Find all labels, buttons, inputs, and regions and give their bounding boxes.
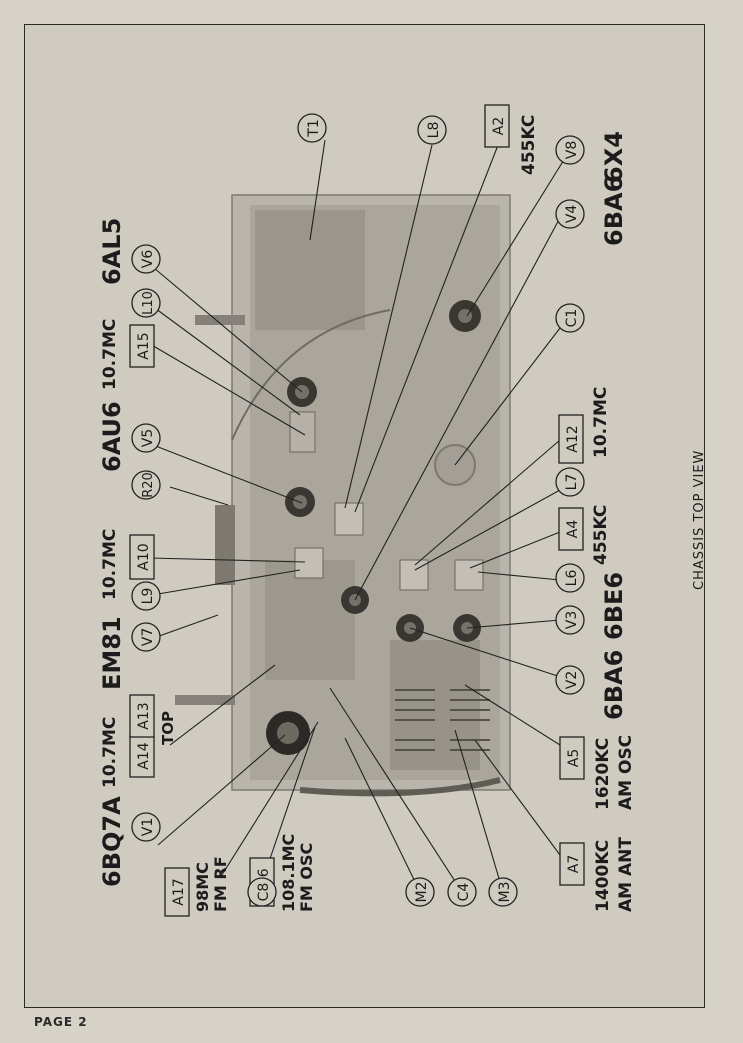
circle-label-L8: L8 (426, 122, 442, 139)
row1-circles: V1 V7 L9 R20 V5 L10 V6 (131, 244, 161, 842)
circle-label-C1: C1 (564, 309, 580, 328)
circle-L9: L9 (131, 581, 161, 611)
circle-label-M2: M2 (414, 882, 430, 903)
circle-L6: L6 (555, 563, 585, 593)
label-AM-OSC: AM OSC (616, 735, 636, 810)
box-label-A5: A5 (566, 749, 582, 767)
tube-label-6BQ7A: 6BQ7A (98, 796, 126, 887)
circle-V3: V3 (555, 605, 585, 635)
row2: A17 A16 98MC FM RF 108.1MC FM OSC C8 M2 … (164, 834, 518, 917)
page-number: PAGE 2 (34, 1015, 88, 1029)
circle-label-L6: L6 (564, 570, 580, 587)
circle-label-V3: V3 (564, 611, 580, 629)
box-label-A10: A10 (136, 543, 152, 570)
circle-label-V7: V7 (140, 628, 156, 646)
circle-label-T1: T1 (306, 119, 322, 137)
circle-M2: M2 (405, 877, 435, 907)
top-label: TOP (159, 711, 177, 745)
circle-M3: M3 (488, 877, 518, 907)
box-label-A13: A13 (136, 702, 152, 729)
circle-V4: V4 (555, 199, 585, 229)
circle-label-L9: L9 (140, 588, 156, 605)
circle-label-V8: V8 (564, 141, 580, 159)
row3: T1 L8 A2 455KC V8 V4 C1 A12 10.7MC L7 A4 (297, 104, 636, 912)
leader-lines (147, 139, 571, 893)
circle-label-C4: C4 (456, 883, 472, 902)
circle-label-V4: V4 (564, 205, 580, 224)
tube-label-6BA6-right: 6BA6 (600, 176, 628, 246)
label-AM-ANT: AM ANT (616, 837, 636, 912)
circle-C8: C8 (247, 877, 277, 907)
circle-label-V5: V5 (140, 429, 156, 447)
circle-label-M3: M3 (497, 882, 513, 903)
circle-V5: V5 (131, 423, 161, 453)
label-1620KC: 1620KC (593, 738, 613, 810)
tube-label-EM81: EM81 (98, 616, 126, 690)
label-108MC: 108.1MC (279, 834, 298, 912)
label-1400KC: 1400KC (593, 840, 613, 912)
circle-V1: V1 (131, 812, 161, 842)
circle-V8: V8 (555, 135, 585, 165)
box-label-A7: A7 (566, 855, 582, 873)
freq-label-3: 10.7MC (100, 319, 120, 390)
circle-V7: V7 (131, 622, 161, 652)
figure-caption: CHASSIS TOP VIEW (692, 450, 707, 590)
row1-boxes: A14 A13 A10 A15 TOP (129, 324, 177, 778)
circle-label-V6: V6 (140, 250, 156, 269)
circle-L7: L7 (555, 467, 585, 497)
label-455KC-mid: 455KC (591, 505, 611, 565)
circle-T1: T1 (297, 113, 327, 143)
tube-label-6AL5: 6AL5 (98, 218, 126, 285)
circle-L8: L8 (417, 115, 447, 145)
circle-C4: C4 (447, 877, 477, 907)
box-label-A14: A14 (136, 742, 152, 769)
label-107MC-right: 10.7MC (591, 387, 611, 458)
circle-R20: R20 (131, 470, 161, 500)
circle-label-V2: V2 (564, 671, 580, 689)
box-label-A12: A12 (565, 425, 581, 452)
freq-label-2: 10.7MC (100, 529, 120, 600)
circle-V6: V6 (131, 244, 161, 274)
chassis-photo (175, 194, 511, 797)
box-label-A4: A4 (565, 520, 581, 539)
circle-label-L10: L10 (141, 291, 156, 315)
freq-label-1: 10.7MC (100, 717, 120, 788)
tube-label-6BA6-left: 6BA6 (600, 650, 628, 720)
circle-label-R20: R20 (141, 472, 156, 498)
tube-label-6BE6: 6BE6 (600, 572, 628, 640)
box-label-A17: A17 (171, 878, 187, 905)
circle-C1: C1 (555, 303, 585, 333)
label-455KC-top: 455KC (519, 115, 539, 175)
circle-label-L7: L7 (564, 474, 580, 491)
circle-V2: V2 (555, 665, 585, 695)
tube-label-6AU6: 6AU6 (98, 401, 126, 472)
label-98MC: 98MC (193, 862, 212, 912)
label-FM-OSC: FM OSC (297, 843, 316, 912)
circle-L10: L10 (131, 288, 161, 318)
circle-label-V1: V1 (140, 818, 156, 836)
circle-label-C8: C8 (256, 883, 272, 902)
label-FM-RF: FM RF (211, 856, 230, 912)
tube-label-6X4: 6X4 (600, 131, 628, 183)
box-label-A15: A15 (136, 332, 152, 359)
box-label-A2: A2 (491, 117, 507, 135)
